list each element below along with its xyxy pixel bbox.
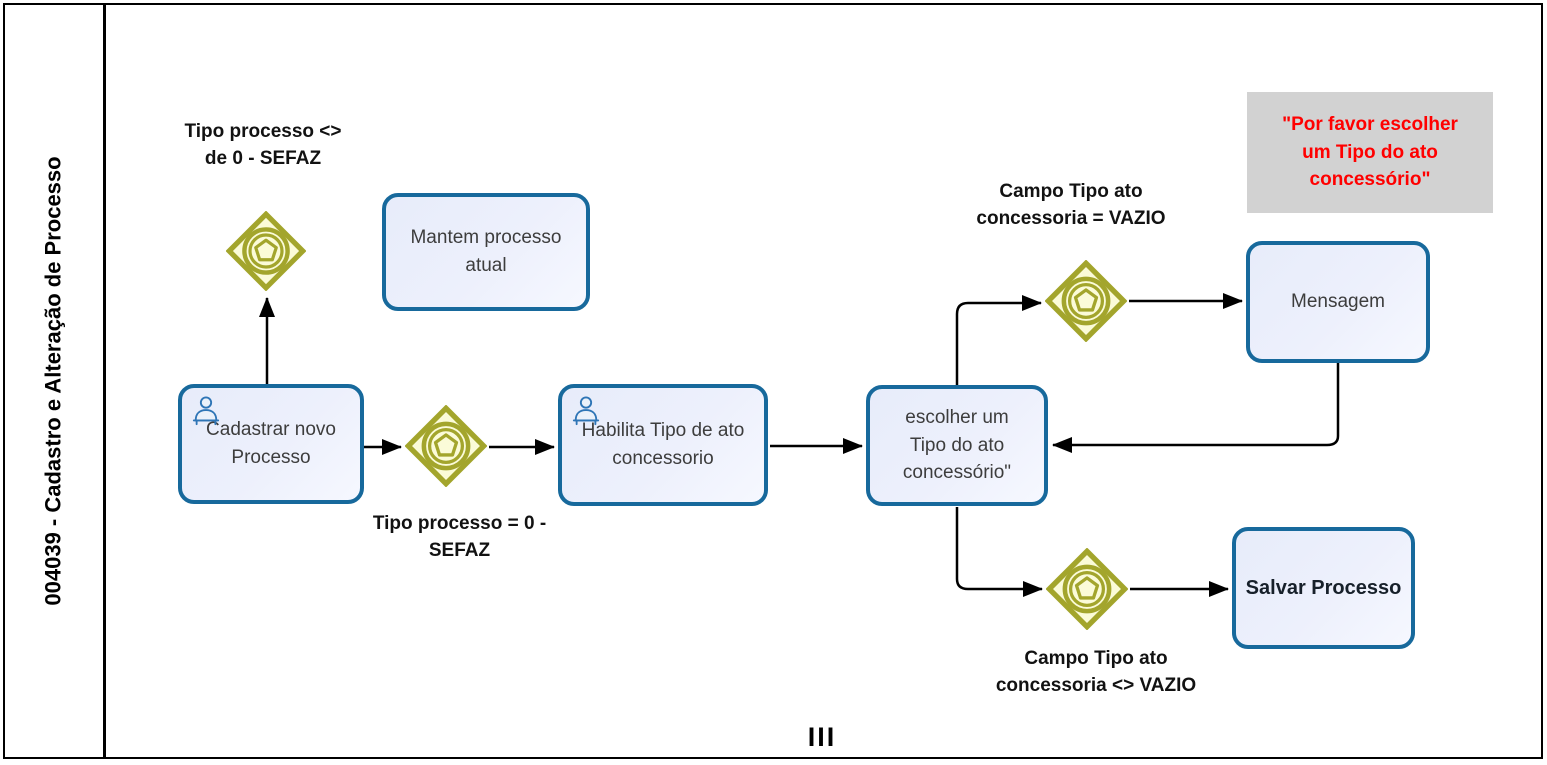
task-label: Mantem processo atual: [410, 227, 562, 276]
task-mantem-processo-atual: Mantem processo atual: [382, 193, 590, 311]
task-habilita-tipo-ato: Habilita Tipo de ato concessorio: [558, 384, 768, 506]
condition-label-campo-nao-vazio: Campo Tipo ato concessoria <> VAZIO: [995, 648, 1197, 696]
event-gateway-icon: [226, 211, 306, 291]
task-label: Mensagem: [1291, 291, 1385, 313]
task-label: Salvar Processo: [1245, 576, 1402, 599]
text-annotation-message: "Por favor escolher um Tipo do ato conce…: [1247, 92, 1493, 213]
user-icon: [192, 396, 220, 426]
condition-label-tipo-processo-eq: Tipo processo = 0 - SEFAZ: [372, 513, 547, 561]
pool-border: [3, 3, 1543, 759]
event-gateway-icon: [1045, 260, 1127, 342]
task-label: Cadastrar novo Processo: [206, 419, 336, 468]
task-escolher-tipo-ato: escolher um Tipo do ato concessório": [866, 385, 1048, 506]
condition-label-tipo-processo-diff: Tipo processo <> de 0 - SEFAZ: [184, 121, 342, 169]
lane-divider: [103, 5, 106, 757]
pool-marker: III: [807, 722, 837, 752]
event-gateway-icon: [1046, 548, 1128, 630]
task-label: Habilita Tipo de ato concessorio: [581, 420, 745, 469]
user-icon: [572, 396, 600, 426]
condition-label-campo-vazio: Campo Tipo ato concessoria = VAZIO: [976, 181, 1166, 229]
lane-title-text: 004039 - Cadastro e Alteração de Process…: [41, 156, 66, 606]
task-label: escolher um Tipo do ato concessório": [902, 407, 1012, 484]
task-mensagem: Mensagem: [1246, 241, 1430, 363]
task-cadastrar-novo-processo: Cadastrar novo Processo: [178, 384, 364, 504]
task-salvar-processo: Salvar Processo: [1232, 527, 1415, 649]
lane-title: 004039 - Cadastro e Alteração de Process…: [5, 5, 103, 757]
event-gateway-icon: [405, 405, 487, 487]
